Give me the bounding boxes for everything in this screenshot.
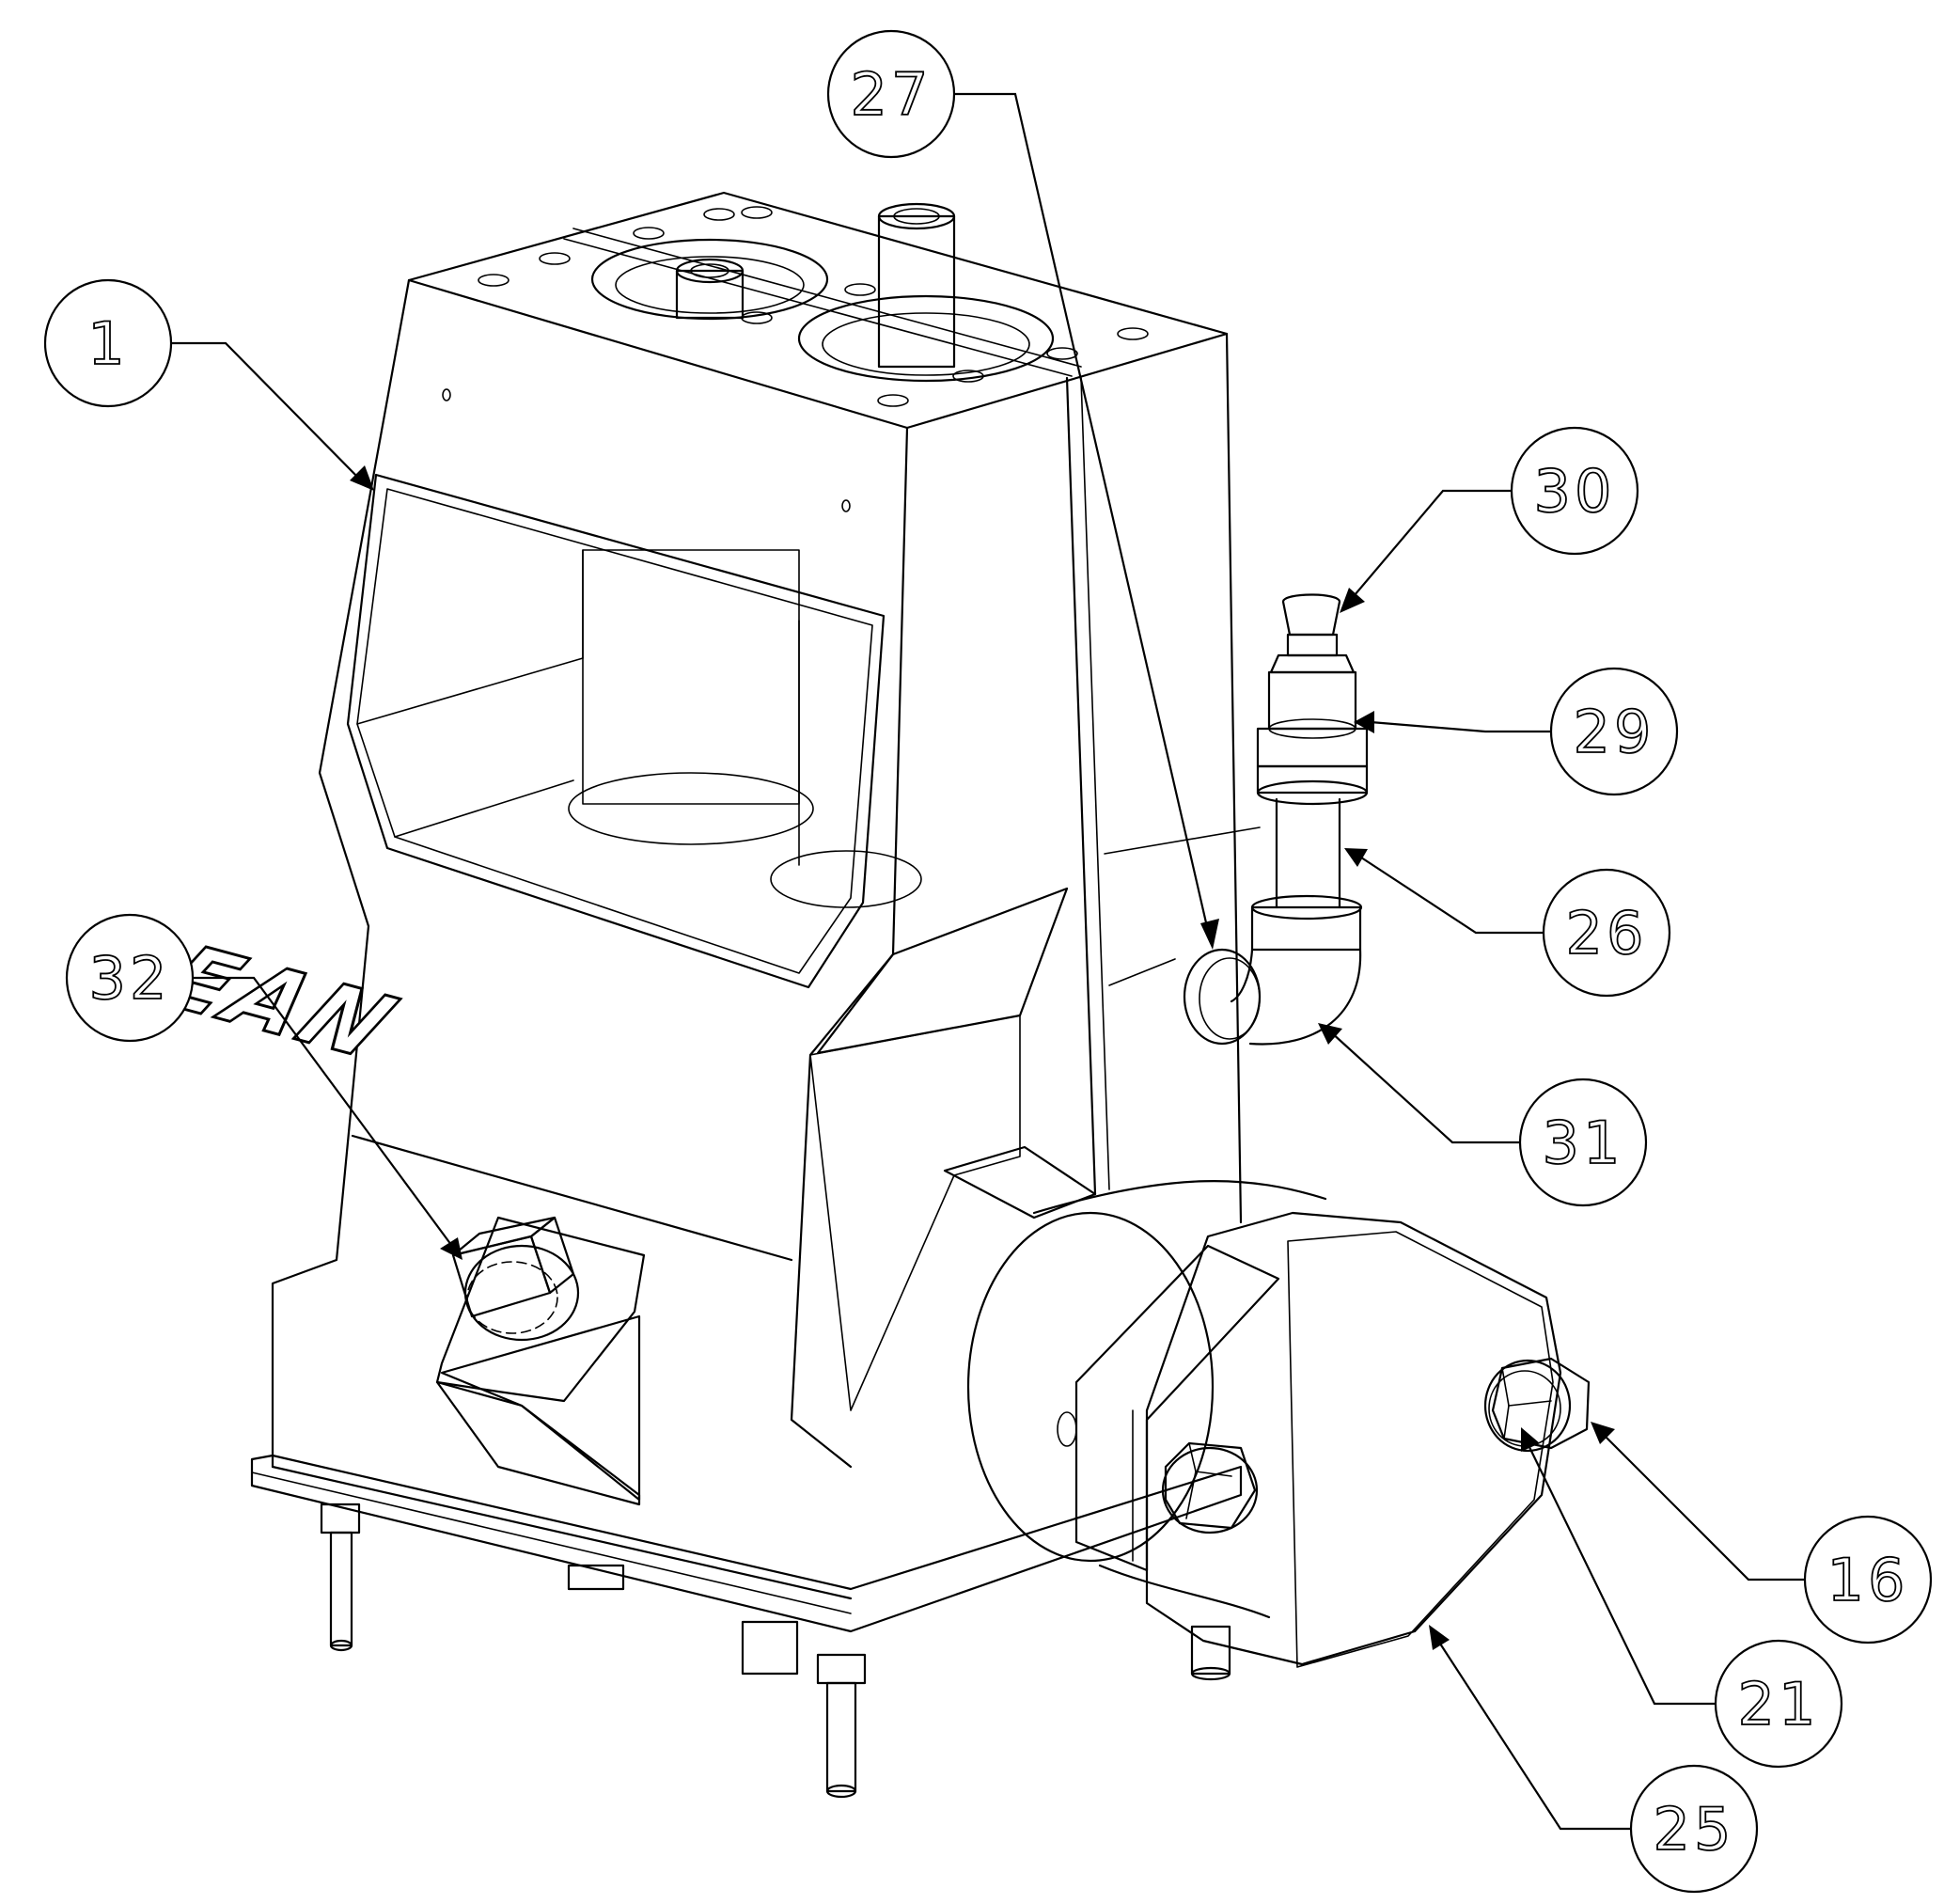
callout-label: 31 (1543, 1109, 1624, 1177)
callout-21: 21 (1714, 1639, 1843, 1769)
leader-lines (171, 92, 1805, 1831)
pump-head (966, 1180, 1591, 1668)
callout-label: 21 (1738, 1670, 1820, 1739)
callout-label: 32 (89, 944, 171, 1013)
callout-31: 31 (1518, 1078, 1648, 1207)
callout-label: 29 (1574, 698, 1655, 766)
callout-label: 26 (1566, 899, 1648, 968)
pump-housing (250, 191, 1261, 1633)
callout-label: 16 (1827, 1546, 1909, 1614)
callout-label: 25 (1654, 1795, 1735, 1864)
mounting-studs (320, 1503, 1231, 1799)
callout-label: 27 (851, 60, 933, 129)
callout-30: 30 (1510, 426, 1639, 556)
callout-1: 1 (43, 278, 173, 408)
callout-label: 1 (87, 309, 128, 378)
callout-label: 30 (1534, 457, 1616, 526)
callout-25: 25 (1629, 1764, 1759, 1894)
discharge-fitting (1183, 593, 1369, 1046)
callout-26: 26 (1542, 868, 1671, 998)
callout-27: 27 (826, 29, 956, 159)
callout-16: 16 (1803, 1515, 1933, 1644)
drain-valve (435, 1216, 646, 1506)
callout-32: 32 (65, 913, 195, 1043)
callout-29: 29 (1549, 667, 1679, 796)
